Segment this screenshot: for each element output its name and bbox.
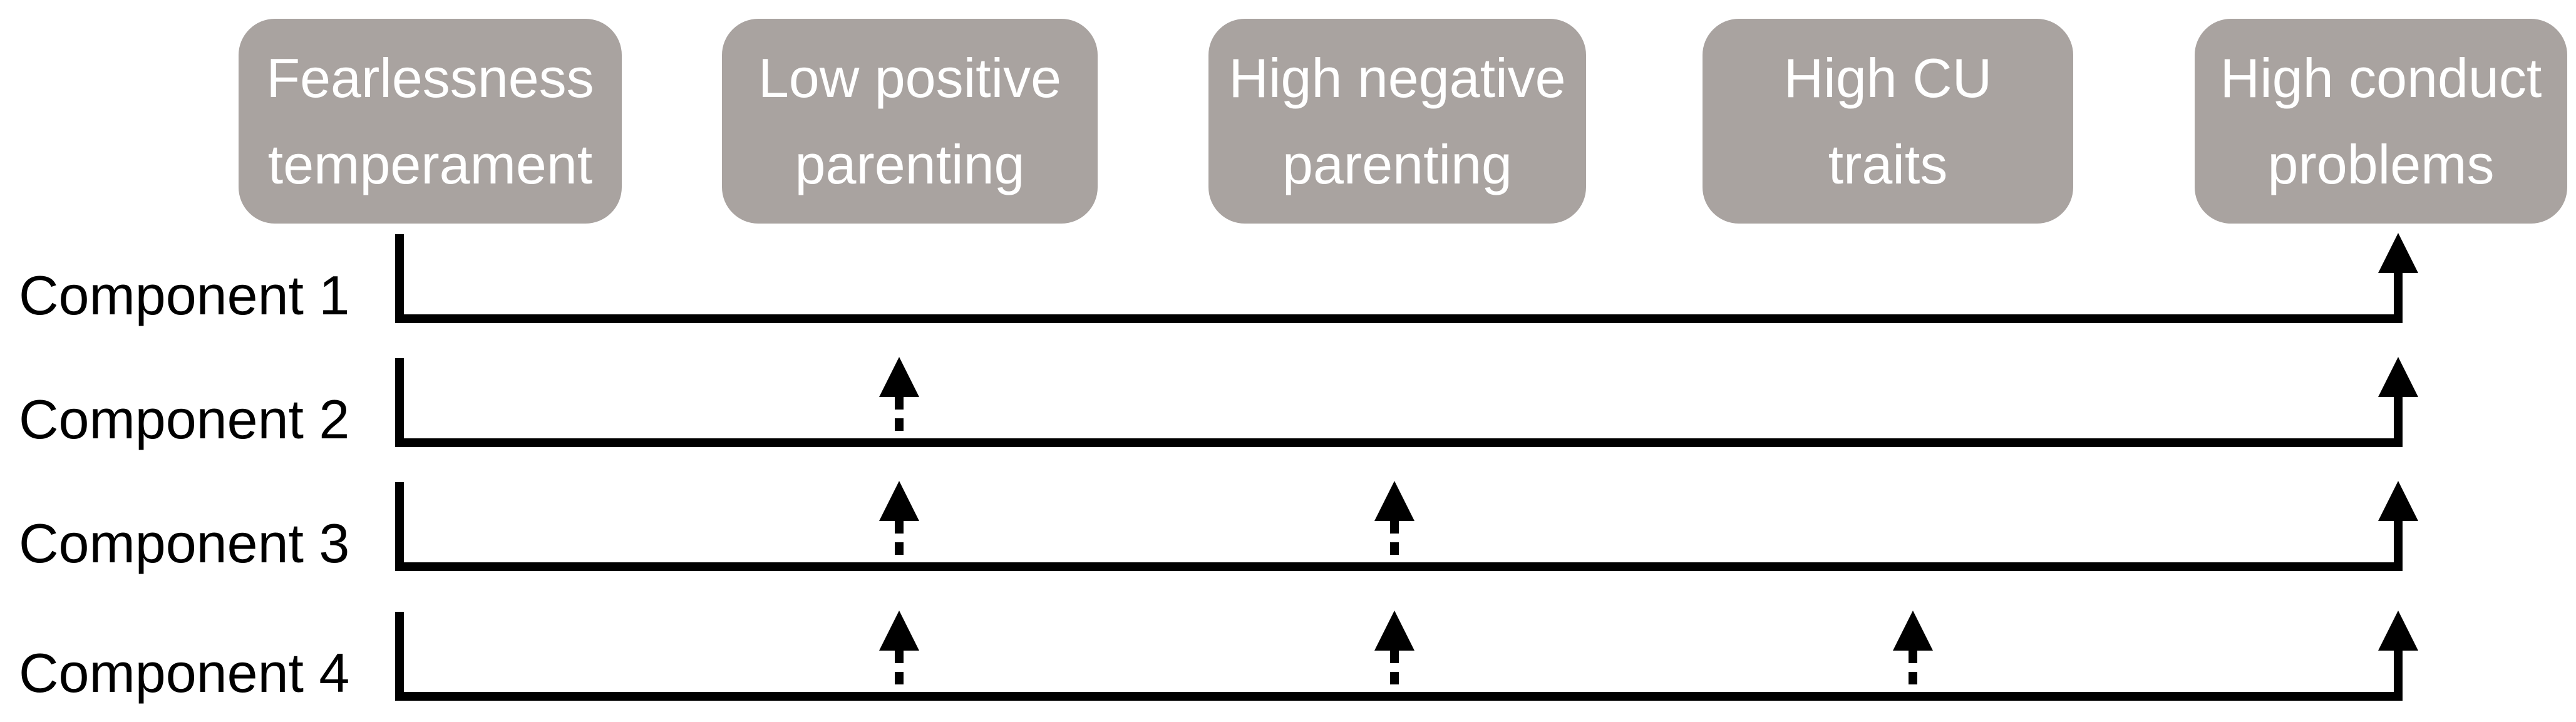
arrow-head-icon bbox=[2378, 357, 2418, 397]
arrow-head-icon bbox=[1374, 611, 1414, 651]
arrow-stem bbox=[2394, 521, 2403, 562]
component-3-solid-arrow-high-conduct-problems bbox=[2378, 481, 2418, 562]
component-3-dashed-arrow-high-negative-parenting bbox=[1374, 481, 1414, 562]
component-3-origin-tick bbox=[395, 482, 404, 571]
arrow-stem bbox=[2394, 651, 2403, 692]
component-1-path-line bbox=[395, 314, 2403, 323]
component-2-path-line bbox=[395, 438, 2403, 447]
component-2-label: Component 2 bbox=[19, 388, 350, 450]
component-2-solid-arrow-high-conduct-problems bbox=[2378, 357, 2418, 438]
arrow-head-icon bbox=[1893, 611, 1933, 651]
arrow-stem bbox=[2394, 397, 2403, 438]
component-4-path-line bbox=[395, 692, 2403, 701]
component-1-origin-tick bbox=[395, 234, 404, 323]
box-high-cu-traits: High CU traits bbox=[1703, 19, 2073, 224]
arrow-stem bbox=[1909, 651, 1917, 692]
component-1-label: Component 1 bbox=[19, 264, 350, 326]
arrow-stem bbox=[1390, 651, 1399, 692]
arrow-stem bbox=[2394, 273, 2403, 314]
component-4-label: Component 4 bbox=[19, 642, 350, 704]
arrow-head-icon bbox=[879, 611, 919, 651]
component-4-dashed-arrow-high-cu-traits bbox=[1893, 611, 1933, 692]
component-3-label: Component 3 bbox=[19, 512, 350, 574]
component-4-dashed-arrow-high-negative-parenting bbox=[1374, 611, 1414, 692]
component-4-origin-tick bbox=[395, 612, 404, 701]
arrow-stem bbox=[1390, 521, 1399, 562]
box-low-positive-parenting: Low positive parenting bbox=[722, 19, 1098, 224]
box-high-conduct-problems: High conduct problems bbox=[2195, 19, 2567, 224]
arrow-stem bbox=[895, 521, 904, 562]
box-high-negative-parenting: High negative parenting bbox=[1208, 19, 1586, 224]
component-2-dashed-arrow-low-positive-parenting bbox=[879, 357, 919, 438]
component-1-solid-arrow-high-conduct-problems bbox=[2378, 233, 2418, 314]
box-fearlessness-temperament: Fearlessness temperament bbox=[239, 19, 622, 224]
arrow-head-icon bbox=[879, 357, 919, 397]
arrow-head-icon bbox=[879, 481, 919, 521]
arrow-stem bbox=[895, 651, 904, 692]
component-3-path-line bbox=[395, 562, 2403, 571]
arrow-head-icon bbox=[2378, 233, 2418, 273]
component-2-origin-tick bbox=[395, 358, 404, 447]
component-4-solid-arrow-high-conduct-problems bbox=[2378, 611, 2418, 692]
arrow-head-icon bbox=[2378, 611, 2418, 651]
arrow-head-icon bbox=[1374, 481, 1414, 521]
arrow-stem bbox=[895, 397, 904, 438]
arrow-head-icon bbox=[2378, 481, 2418, 521]
component-3-dashed-arrow-low-positive-parenting bbox=[879, 481, 919, 562]
component-4-dashed-arrow-low-positive-parenting bbox=[879, 611, 919, 692]
